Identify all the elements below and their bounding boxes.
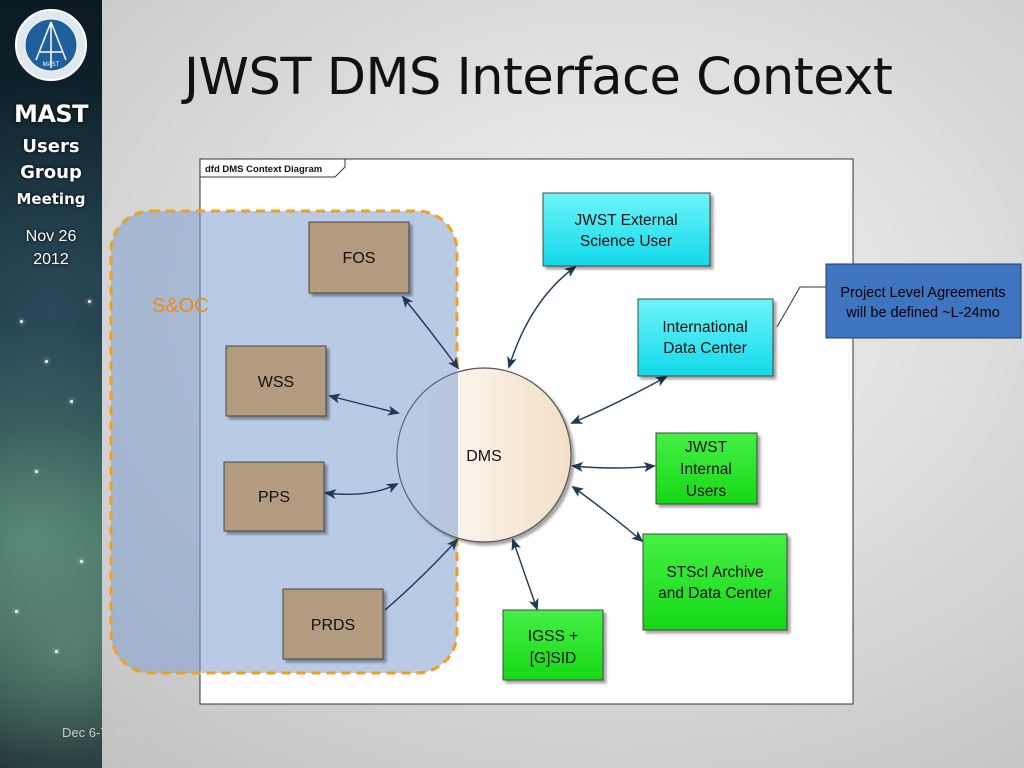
pla-note-line2: will be defined ~L-24mo bbox=[845, 305, 1000, 321]
dms-node: DMS bbox=[396, 367, 572, 543]
sidebar-date-line2: 2012 bbox=[33, 251, 69, 268]
igss-label-1: IGSS + bbox=[528, 628, 578, 645]
fos-label: FOS bbox=[343, 250, 376, 267]
sidebar-mast: MAST bbox=[13, 100, 89, 128]
internal-users-label-1: JWST bbox=[685, 439, 728, 456]
pps-node: PPS bbox=[223, 461, 325, 532]
sidebar-date-line1: Nov 26 bbox=[25, 228, 77, 245]
note-connector bbox=[776, 286, 826, 328]
prds-node: PRDS bbox=[282, 588, 384, 660]
slide-title: JWST DMS Interface Context bbox=[184, 48, 893, 107]
external-user-node: JWST External Science User bbox=[542, 192, 711, 267]
connector-fos-dms bbox=[401, 295, 460, 370]
fos-node: FOS bbox=[308, 221, 410, 294]
frame-label-tab bbox=[199, 158, 346, 178]
idc-node: International Data Center bbox=[637, 298, 774, 377]
external-user-label-1: JWST External bbox=[574, 212, 677, 229]
connector-external-dms bbox=[507, 265, 577, 369]
soc-region-label: S&OC bbox=[152, 295, 209, 317]
sidebar-meeting: Meeting bbox=[16, 190, 86, 208]
connector-igss-dms bbox=[511, 538, 539, 611]
idc-label-1: International bbox=[662, 319, 747, 336]
igss-node: IGSS + [G]SID bbox=[502, 609, 604, 681]
soc-region bbox=[109, 209, 459, 675]
wss-node: WSS bbox=[225, 345, 327, 417]
sidebar-users: Users bbox=[22, 136, 80, 157]
sidebar: MAST MAST Users Group Meeting Nov 26 201… bbox=[0, 0, 102, 768]
internal-users-label-2: Internal bbox=[680, 461, 732, 478]
archive-label-1: STScI Archive bbox=[666, 564, 763, 581]
dms-label: DMS bbox=[466, 448, 502, 465]
footer-date: Dec 6-7, 2012 bbox=[62, 725, 144, 740]
connector-internal-dms bbox=[571, 461, 656, 472]
archive-label-2: and Data Center bbox=[658, 585, 772, 602]
archive-node: STScI Archive and Data Center bbox=[642, 533, 788, 631]
wss-label: WSS bbox=[258, 374, 294, 391]
logo-short: MAST bbox=[43, 62, 60, 68]
connector-pps-dms bbox=[324, 483, 399, 500]
pla-note-line1: Project Level Agreements bbox=[840, 285, 1005, 301]
mast-logo: MAST bbox=[15, 9, 87, 81]
external-user-label-2: Science User bbox=[580, 233, 672, 250]
connector-prds-dms bbox=[384, 538, 459, 611]
idc-label-2: Data Center bbox=[663, 340, 747, 357]
internal-users-node: JWST Internal Users bbox=[655, 432, 758, 505]
prds-label: PRDS bbox=[311, 617, 355, 634]
connectors bbox=[324, 265, 826, 611]
pps-label: PPS bbox=[258, 489, 290, 506]
igss-label-2: [G]SID bbox=[530, 650, 577, 667]
frame-label: dfd DMS Context Diagram bbox=[205, 164, 322, 175]
connector-idc-dms bbox=[570, 376, 668, 424]
connector-archive-dms bbox=[571, 485, 644, 543]
internal-users-label-3: Users bbox=[686, 483, 727, 500]
pla-note: Project Level Agreements will be defined… bbox=[825, 263, 1022, 339]
connector-wss-dms bbox=[328, 393, 400, 416]
sidebar-group: Group bbox=[20, 162, 82, 183]
